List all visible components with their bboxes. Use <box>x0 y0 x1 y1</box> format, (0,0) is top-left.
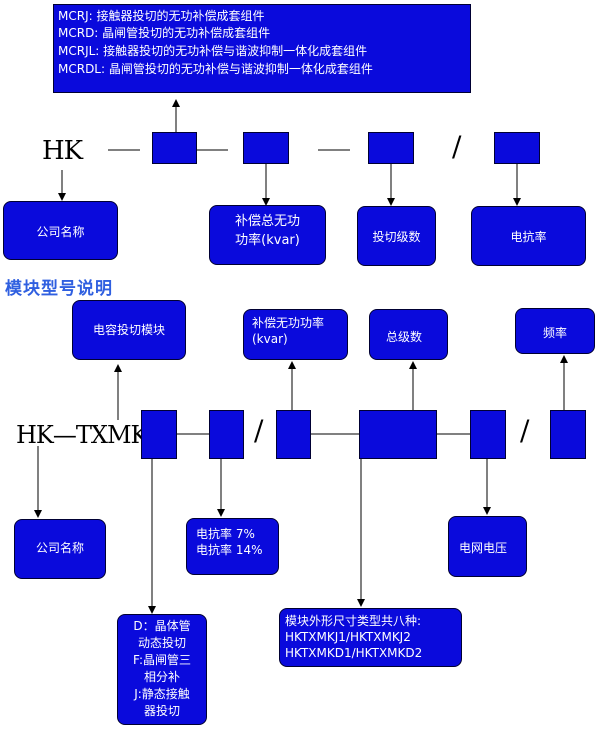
section-title: 模块型号说明 <box>5 279 113 299</box>
legend-box <box>53 4 471 93</box>
lower-capacitor-module-label: 电容投切模块 <box>92 323 165 337</box>
lower-levels-label: 总级数 <box>386 330 423 344</box>
lower-module-shapes-label: 模块外形尺寸类型共八种: HKTXMKJ1/HKTXMKJ2 HKTXMKD1/… <box>285 614 423 660</box>
upper-code-slot-1 <box>152 132 197 164</box>
upper-slash: / <box>452 130 461 163</box>
legend-line-mcrjl: MCRJL: 接触器投切的无功补偿与谐波抑制一体化成套组件 <box>58 44 368 58</box>
lower-reactance-label: 电抗率 7% 电抗率 14% <box>196 527 263 557</box>
lower-levels-box <box>369 309 448 360</box>
lower-module-shapes-box <box>279 608 462 667</box>
lower-slash-1: / <box>254 414 263 447</box>
lower-company-name-box <box>14 519 106 579</box>
upper-power-label: 补偿总无功 功率(kvar) <box>234 214 300 248</box>
lower-power-box <box>243 309 348 360</box>
upper-power-box <box>209 205 326 265</box>
lower-switching-type-label: D：晶体管 动态投切 F:晶闸管三 相分补 J:静态接触 器投切 <box>132 619 191 718</box>
lower-code-slot-2 <box>209 410 244 459</box>
lower-grid-voltage-box <box>448 516 527 577</box>
upper-company-name-label: 公司名称 <box>36 225 85 239</box>
upper-levels-box <box>357 206 436 266</box>
lower-company-name-label: 公司名称 <box>35 541 84 555</box>
upper-code-slot-2 <box>243 132 289 164</box>
legend-line-mcrdl: MCRDL: 晶闸管投切的无功补偿与谐波抑制一体化成套组件 <box>58 62 373 76</box>
upper-company-name-box <box>3 201 118 260</box>
upper-reactance-label: 电抗率 <box>510 230 547 244</box>
lower-frequency-box <box>515 308 595 354</box>
lower-prefix-hktxmk: HK—TXMK <box>16 421 148 449</box>
lower-slash-2: / <box>520 414 529 447</box>
lower-code-slot-6 <box>550 410 586 459</box>
legend-line-mcrj: MCRJ: 接触器投切的无功补偿成套组件 <box>58 9 265 23</box>
lower-power-label: 补偿无功功率 (kvar) <box>252 316 325 346</box>
lower-code-slot-4 <box>359 410 437 459</box>
upper-reactance-box <box>471 206 586 266</box>
lower-switching-type-box <box>117 614 207 725</box>
upper-code-slot-3 <box>368 132 414 164</box>
lower-code-slot-3 <box>276 410 311 459</box>
lower-capacitor-module-box <box>72 300 186 360</box>
lower-reactance-box <box>186 518 279 575</box>
lower-code-slot-1 <box>141 410 177 459</box>
upper-prefix-hk: HK <box>42 136 83 166</box>
upper-levels-label: 投切级数 <box>372 230 421 244</box>
legend-line-mcrd: MCRD: 晶闸管投切的无功补偿成套组件 <box>58 26 271 40</box>
lower-code-slot-5 <box>470 410 506 459</box>
upper-code-slot-4 <box>494 132 540 164</box>
lower-frequency-label: 频率 <box>543 326 568 340</box>
lower-grid-voltage-label: 电网电压 <box>459 541 508 555</box>
